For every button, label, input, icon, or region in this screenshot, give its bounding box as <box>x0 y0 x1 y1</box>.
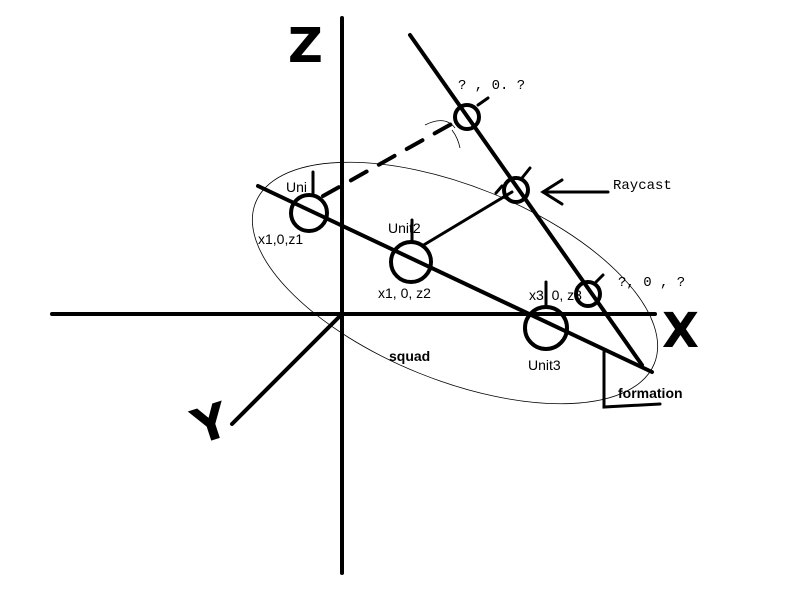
unit1-coords: x1,0,z1 <box>258 231 303 247</box>
raycast-point-tick-left <box>494 184 504 195</box>
raycast-label: Raycast <box>613 178 672 194</box>
unit3-coords: x3, 0, z3 <box>529 287 582 303</box>
unknown-point-bottom <box>574 280 602 308</box>
unit1-name: Uni <box>286 179 307 195</box>
y-axis-label: Y <box>185 392 237 457</box>
raycast-point-tick <box>520 166 532 180</box>
unknown-point-top <box>453 103 481 131</box>
unknown-top-tick <box>476 96 490 107</box>
unit2-circle <box>389 240 433 284</box>
formation-line <box>256 184 654 374</box>
unknown-top-label: ? , 0. ? <box>458 78 525 94</box>
formation-label: formation <box>618 385 683 401</box>
unit2-raycast-connection <box>420 190 514 248</box>
unit3-name: Unit3 <box>528 357 561 373</box>
unknown-top-arc-right <box>451 129 461 149</box>
unit1-circle <box>289 193 329 233</box>
raycast-point <box>502 176 530 204</box>
formation-bracket <box>602 350 662 409</box>
unknown-bottom-label: ?, 0 , ? <box>618 275 685 291</box>
unknown-top-arc-left <box>424 120 456 129</box>
unit2-name: Unit2 <box>388 220 421 236</box>
raycast-line <box>408 33 644 367</box>
z-axis-label: Z <box>288 18 323 74</box>
unit2-coords: x1, 0, z2 <box>378 285 431 301</box>
squad-ellipse <box>251 161 659 405</box>
x-axis-label: X <box>662 303 699 359</box>
dashed-connection <box>321 120 457 198</box>
y-axis <box>230 312 344 426</box>
squad-label: squad <box>389 348 430 364</box>
raycast-arrow-head <box>540 178 564 206</box>
unknown-bottom-tick <box>594 273 605 284</box>
